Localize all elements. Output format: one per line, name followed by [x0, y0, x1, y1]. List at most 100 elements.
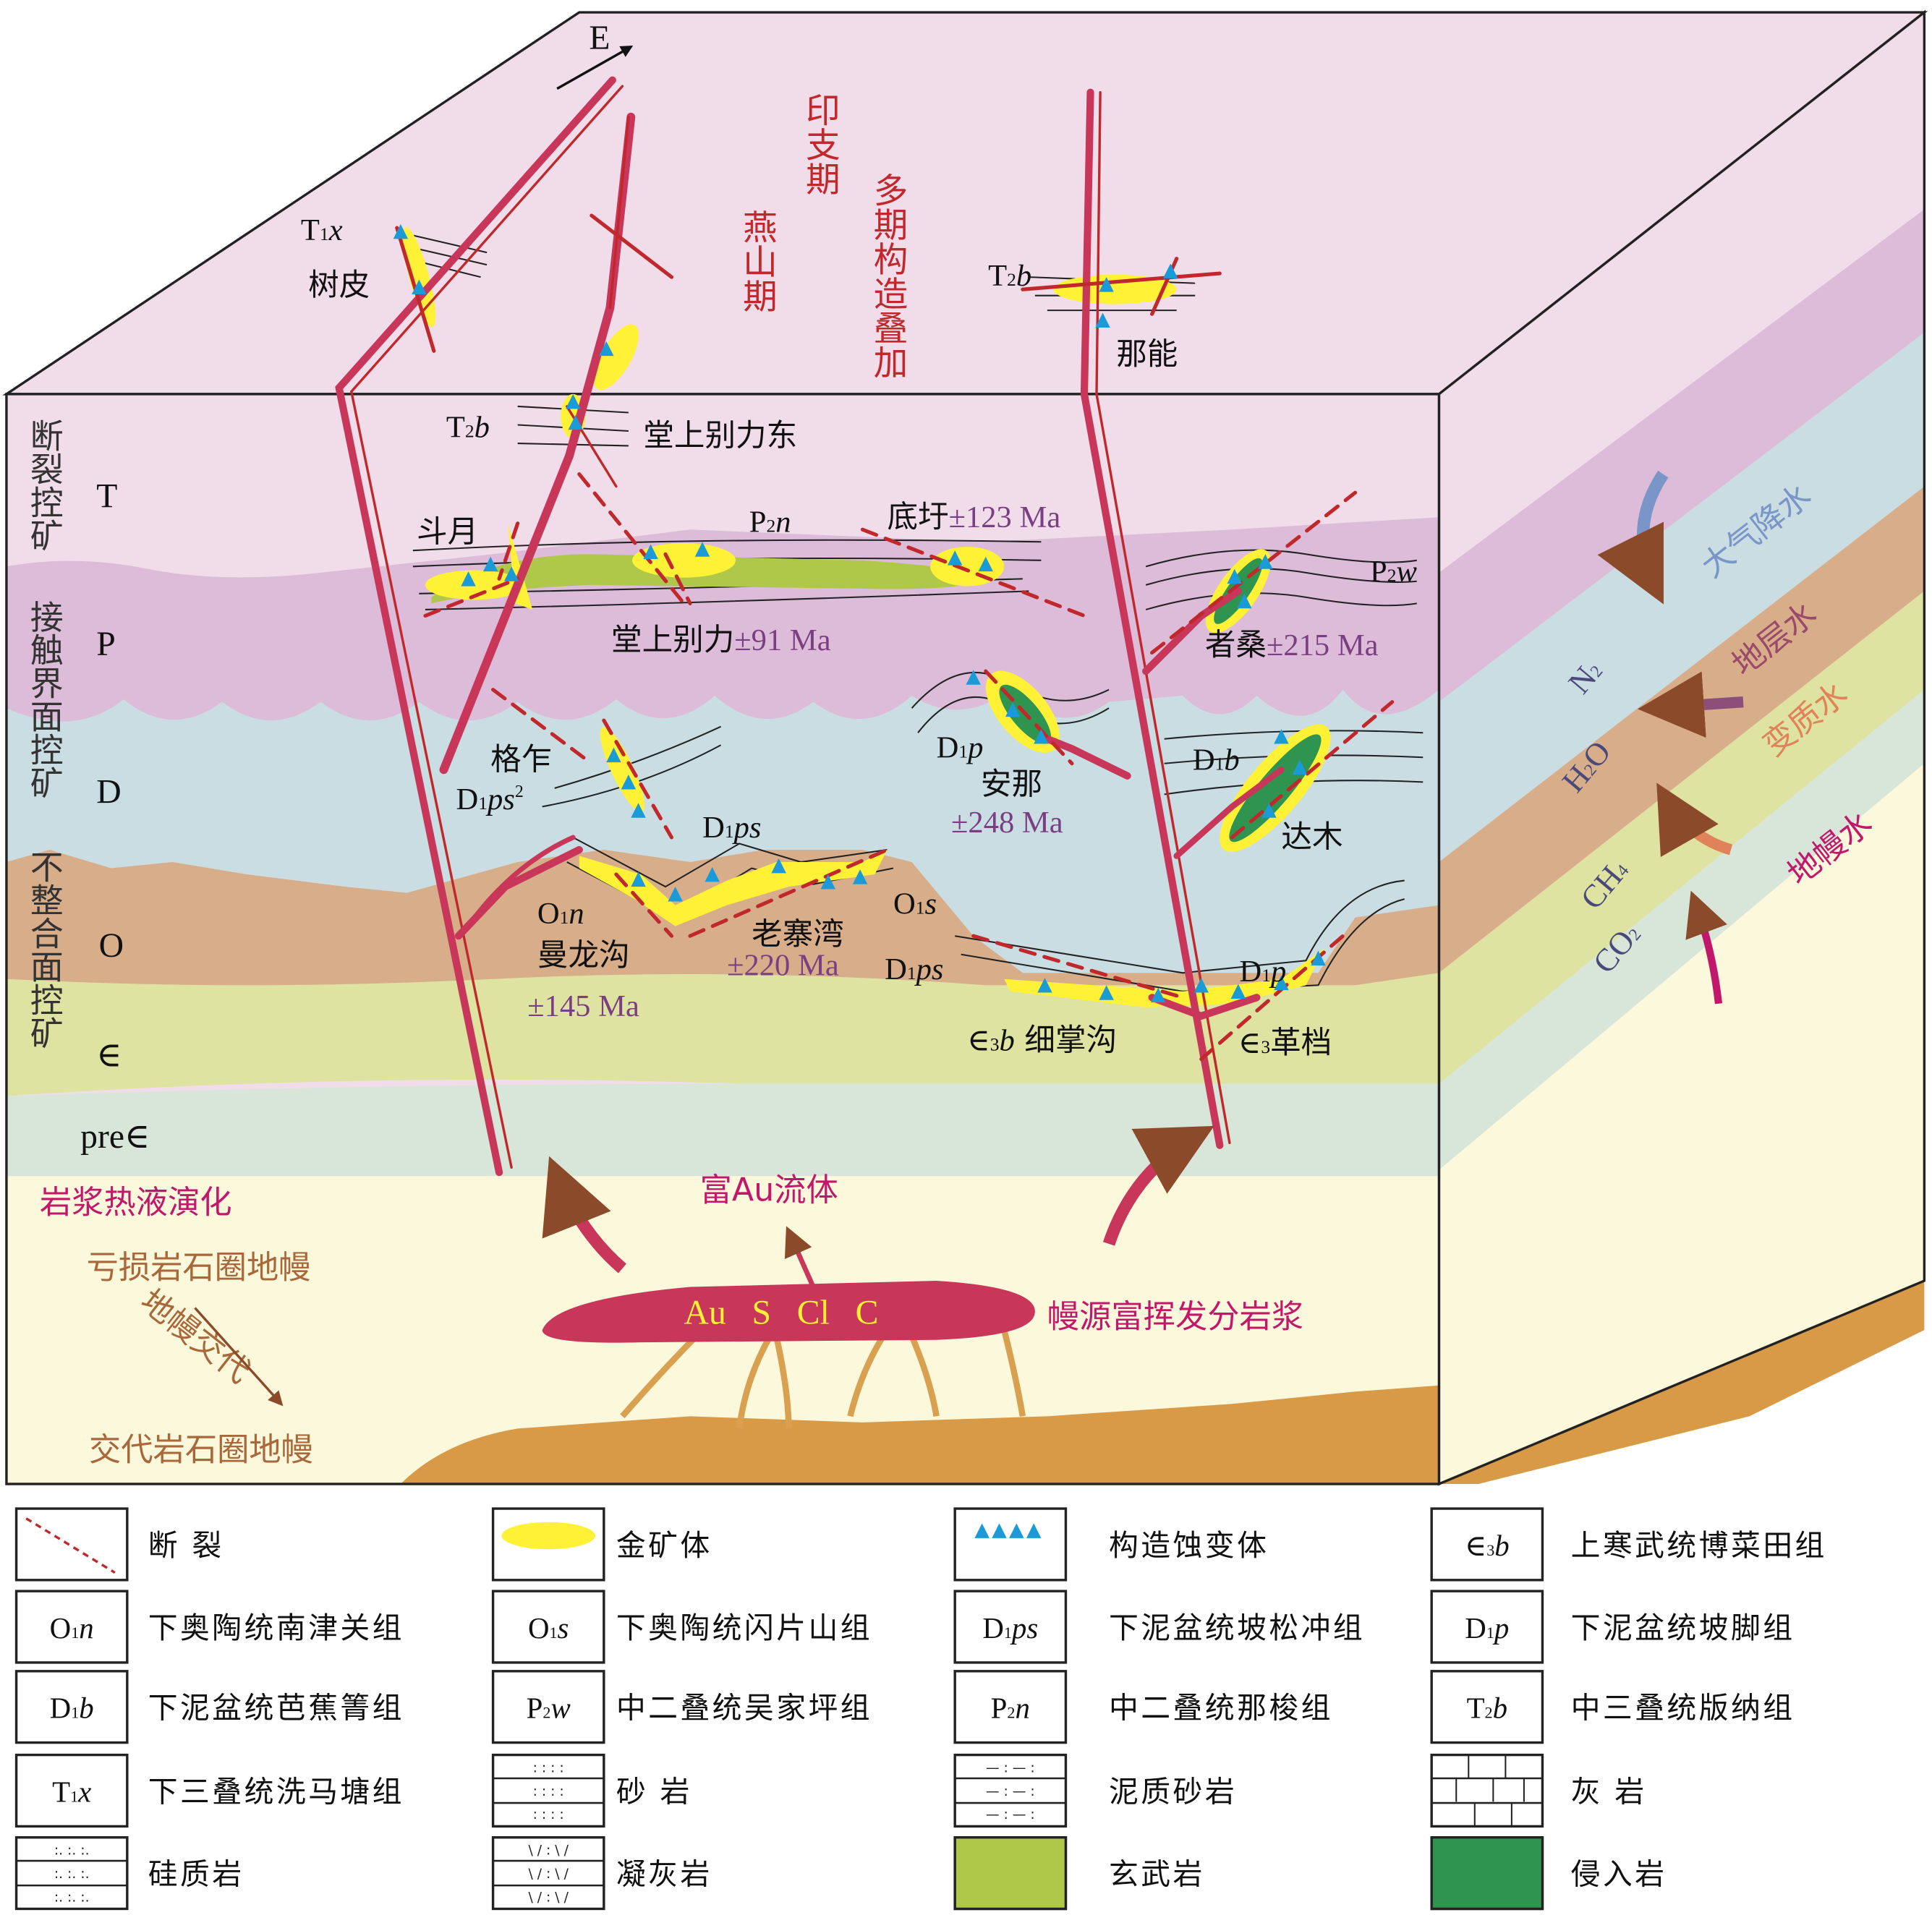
alteration-triangle [1292, 759, 1308, 775]
alteration-triangle [1258, 554, 1273, 569]
alteration-triangle [1230, 984, 1246, 999]
ore-body [930, 547, 1005, 587]
layer-permian [6, 517, 1439, 722]
alteration-triangle [599, 341, 614, 357]
svg-text:: : : :: : : : : [533, 1784, 564, 1799]
legend-swatch [14, 1507, 129, 1582]
unit-T1x: T1x [301, 213, 343, 247]
alteration-triangle [1005, 701, 1021, 717]
legend-code: O1n [50, 1612, 94, 1645]
period-superposition: 多期构造叠加 [867, 172, 907, 379]
deposit-laozhaiwan-age: ±220 Ma [727, 949, 839, 983]
alteration-triangle [1227, 568, 1242, 584]
layer-cambrian [6, 973, 1439, 1096]
alteration-triangle [566, 393, 581, 409]
alteration-triangle [966, 670, 981, 685]
stratum-preCm: pre∈ [80, 1118, 150, 1156]
deposit-gedang: ∈3革档 [1238, 1025, 1332, 1061]
stratum-T: T [96, 478, 117, 516]
svg-text:— : — :: — : — : [986, 1807, 1035, 1822]
svg-text::. :. :.: :. :. :. [54, 1843, 90, 1859]
alteration-triangle [1274, 975, 1289, 991]
legend-label: 玄武岩 [1109, 1856, 1205, 1891]
svg-text:: : : :: : : : : [533, 1807, 564, 1822]
legend-swatch [14, 1590, 129, 1664]
deposit-zhesang: 者桑±215 Ma [1205, 627, 1379, 663]
legend-swatch [1430, 1753, 1544, 1828]
mantle-arrow [1685, 890, 1727, 1005]
ore-body [579, 849, 888, 926]
magma-arrow-right [1102, 1125, 1214, 1246]
legend-code: ∈3b [1465, 1530, 1510, 1562]
legend-label: 中二叠统吴家坪组 [616, 1691, 872, 1726]
alteration-triangle [705, 866, 720, 882]
alteration-triangle [668, 887, 683, 902]
unit-T2b: T2b [446, 411, 490, 445]
svg-text::. :. :.: :. :. :. [54, 1867, 90, 1882]
compass-label: E [589, 20, 610, 57]
alteration-triangle [694, 542, 710, 557]
svg-text:: : : :: : : : : [533, 1760, 564, 1775]
legend-label: 中二叠统那梭组 [1109, 1691, 1333, 1726]
unit-D1b: D1b [1193, 743, 1240, 777]
compass: E [556, 20, 634, 90]
label-au-fluid: 富Au流体 [700, 1172, 838, 1208]
alteration-triangle [1193, 978, 1209, 993]
alteration-triangle [1261, 803, 1277, 818]
control-labels: 断裂控矿 接触界面控矿 不整合面控矿 [25, 419, 64, 1049]
alteration-triangle [568, 414, 583, 430]
control-fault: 断裂控矿 [25, 419, 64, 552]
unit-P2w: P2w [1370, 555, 1417, 589]
alteration-triangle [461, 571, 476, 587]
alteration-triangle [621, 775, 637, 790]
alteration-triangle [503, 566, 519, 581]
label-magma: 幔源富挥发分岩浆 [1047, 1299, 1303, 1336]
legend-item-fault: 断 裂 [14, 1507, 224, 1582]
deposit-labels: T1x 树皮 T2b 堂上别力东 T2b 那能 斗月 P2n 底圩±123 Ma… [301, 213, 1418, 1061]
legend-label: 砂 岩 [616, 1774, 692, 1809]
stratum-P: P [96, 626, 116, 663]
deposit-manlonggou: 曼龙沟 [537, 937, 630, 973]
svg-text::. :. :.: :. :. :. [54, 1890, 90, 1905]
ore-body [1004, 948, 1325, 1007]
legend-swatch [491, 1670, 605, 1744]
unit-O1s: O1s [893, 887, 937, 921]
legend-label: 下泥盆统坡脚组 [1571, 1611, 1795, 1645]
legend-item-basalt: 玄武岩 [953, 1836, 1205, 1911]
label-depleted-mantle: 亏损岩石圈地幔 [87, 1250, 311, 1287]
deposit-shupi: 树皮 [308, 268, 370, 304]
unit-D1ps: D1ps [885, 952, 943, 986]
main-fault-left [335, 76, 616, 1177]
unit-T2b: T2b [988, 259, 1031, 293]
svg-text:— : — :: — : — : [986, 1760, 1035, 1775]
legend-item-alteration: 构造蚀变体 [953, 1507, 1267, 1582]
deposit-dixu: 底圩±123 Ma [888, 499, 1061, 535]
unit-D1p: D1p [937, 730, 984, 764]
legend-swatch [953, 1507, 1068, 1582]
legend-label: 下三叠统洗马塘组 [148, 1774, 404, 1809]
deposit-manlonggou-age: ±145 Ma [527, 989, 639, 1023]
stratum-O: O [99, 927, 124, 965]
deposit-tangshang-east: 堂上别力东 [643, 417, 797, 453]
legend-label: 下泥盆统芭蕉箐组 [148, 1691, 404, 1726]
legend-item-ore: 金矿体 [491, 1507, 710, 1582]
alteration-triangle [631, 871, 646, 887]
mantle-magma-chamber [542, 1281, 1035, 1343]
legend-code: P2n [991, 1692, 1030, 1725]
legend-item-intrusive: 侵入岩 [1430, 1836, 1664, 1911]
legend-code: O1s [528, 1612, 569, 1645]
legend-label: 断 裂 [148, 1528, 224, 1563]
alteration-triangle [1150, 987, 1166, 1003]
period-yanshanian: 燕山期 [737, 209, 777, 312]
legend-label: 凝灰岩 [616, 1856, 712, 1891]
legend-code: D1ps [982, 1612, 1038, 1645]
alteration-triangle [852, 869, 868, 884]
legend-swatch [491, 1753, 605, 1828]
main-fault-right [1080, 88, 1224, 1149]
legend-item-sandstone: : : : :: : : :: : : :砂 岩 [491, 1753, 692, 1828]
